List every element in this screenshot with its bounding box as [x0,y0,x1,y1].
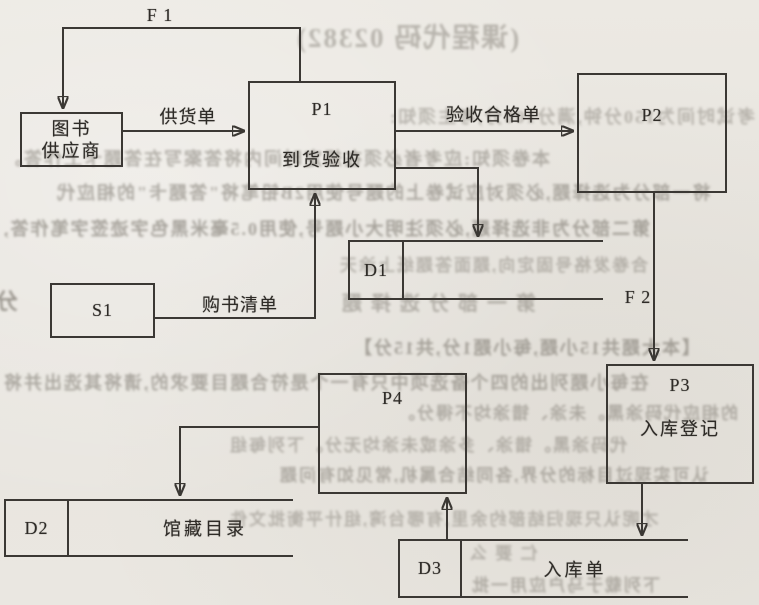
entity-book-supplier-label-line2: 供应商 [41,140,102,161]
process-p1: P1 到货验收 [248,81,396,190]
data-store-d2: D2 馆藏目录 [4,499,293,557]
flow-label-f2: F 2 [624,287,652,307]
process-p2-id: P2 [641,105,663,125]
process-p3-id: P3 [669,375,691,395]
flow-label-purchase-list: 购书清单 [202,295,278,315]
flow-label-acceptance-slip: 验收合格单 [446,105,541,125]
process-p3: P3 入库登记 [606,364,754,484]
flow-p4-to-d2 [180,426,318,495]
flow-f1-p1-to-supplier [63,27,301,108]
data-store-d2-name: 馆藏目录 [163,519,247,539]
flow-label-f1: F 1 [146,5,174,25]
entity-s1-id: S1 [91,300,113,320]
entity-book-supplier: 图书 供应商 [20,112,123,167]
flow-p1-to-d1 [396,167,478,236]
flow-purchase-list-s1-to-p1 [155,194,315,319]
data-store-d1-id: D1 [350,242,404,298]
process-p1-name: 到货验收 [282,150,362,170]
data-store-d3-name: 入库单 [543,559,607,580]
entity-s1: S1 [50,283,155,338]
data-store-d2-id: D2 [6,501,69,555]
process-p3-name: 入库登记 [640,419,720,439]
flow-label-supply-order: 供货单 [159,107,217,127]
data-store-d1: D1 [348,240,603,300]
data-store-d3-id: D3 [400,541,462,596]
process-p2: P2 [577,73,727,193]
entity-book-supplier-label-line1: 图书 [51,118,92,139]
process-p4: P4 [318,373,467,494]
process-p1-id: P1 [311,99,333,119]
data-store-d1-name [404,242,603,298]
data-store-d3: D3 入库单 [398,539,688,598]
process-p4-id: P4 [381,388,403,408]
